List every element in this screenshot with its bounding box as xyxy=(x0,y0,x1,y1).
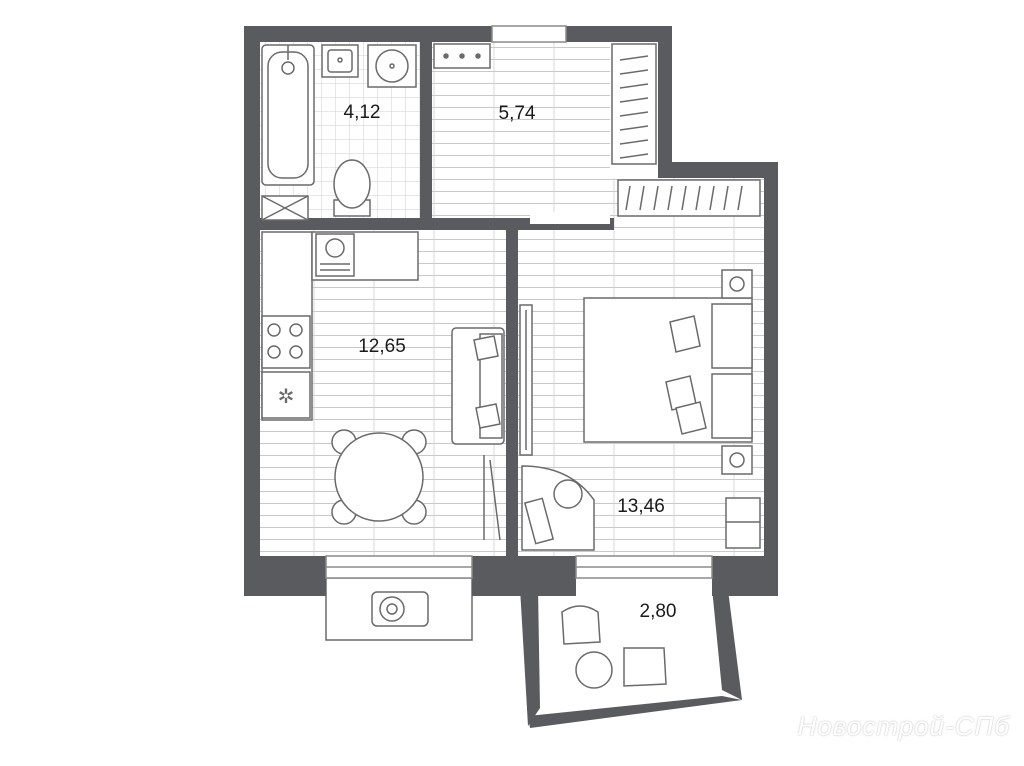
bathtub xyxy=(261,44,315,186)
wardrobe-bedroom xyxy=(617,179,761,217)
dining-table xyxy=(331,429,427,525)
wardrobe-hallway xyxy=(611,43,657,165)
dresser xyxy=(725,497,761,549)
windows xyxy=(325,25,713,579)
room-area-balcony: 2,80 xyxy=(639,601,677,622)
watermark: Новострой-СПб xyxy=(797,711,1010,741)
washing-machine xyxy=(261,195,309,221)
washbasin-round xyxy=(367,44,417,88)
washbasin-small xyxy=(321,44,359,78)
sofa xyxy=(451,327,505,445)
toilet xyxy=(333,159,371,217)
svg-text:✲: ✲ xyxy=(278,384,295,408)
heating-unit xyxy=(371,591,429,627)
room-area-hallway: 5,74 xyxy=(498,103,536,124)
nightstands xyxy=(721,269,753,475)
room-area-kitchen-living: 12,65 xyxy=(358,336,406,357)
desk-chair xyxy=(521,465,595,551)
room-area-bathroom: 4,12 xyxy=(343,102,381,123)
stove xyxy=(261,315,311,369)
room-area-bedroom: 13,46 xyxy=(617,496,665,517)
fridge: ✲ xyxy=(261,371,311,419)
double-bed xyxy=(583,297,753,443)
doors xyxy=(483,212,610,541)
kitchen-sink xyxy=(315,233,355,277)
hallway-bench xyxy=(433,43,491,69)
balcony-chairs xyxy=(561,605,667,689)
